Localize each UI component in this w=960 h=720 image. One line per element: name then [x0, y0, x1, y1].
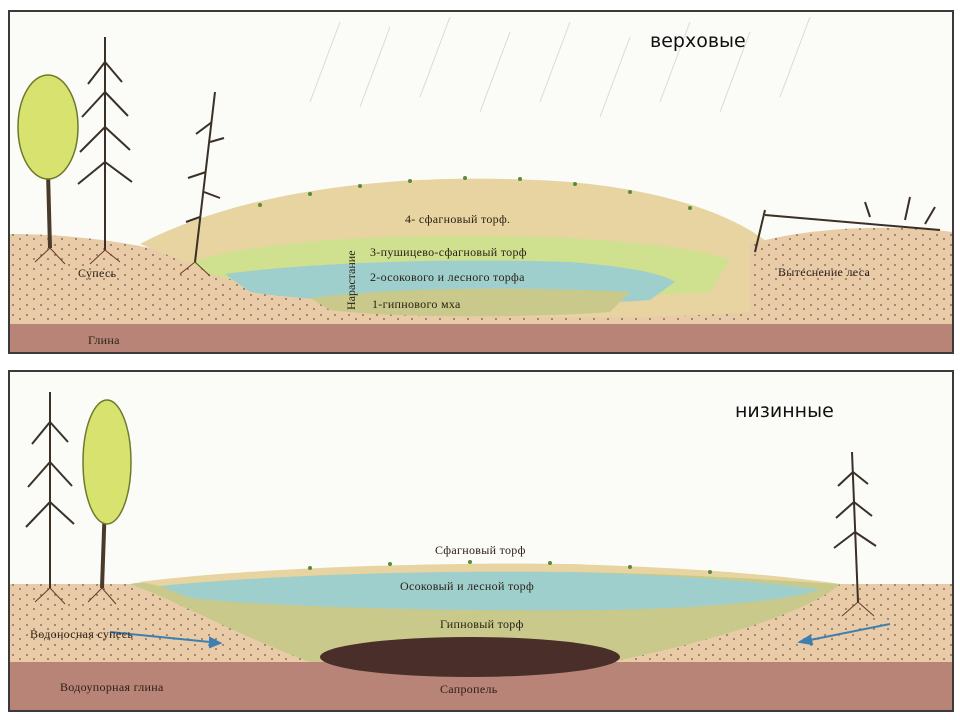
cottongrass-peat-label: 3-пушицево-сфагновый торф: [370, 245, 527, 259]
deciduous-tree-icon-fen: [82, 399, 132, 589]
hypnum-peat-label: 1-гипнового мха: [372, 297, 461, 311]
sedge-forest-peat-label-fen: Осоковый и лесной торф: [400, 579, 535, 593]
fallen-tree-icon: [754, 196, 941, 253]
spruce-tree-icon-fen: [25, 392, 75, 588]
aquifer-label: Водоносная супесь: [30, 627, 134, 641]
moss-tufts: [258, 176, 692, 210]
forest-displacement-label: Вытеснение леса: [778, 265, 871, 279]
sphagnum-peat-layer-fen: [140, 563, 840, 586]
clay-label: Глина: [88, 333, 120, 347]
deciduous-tree-icon: [17, 74, 79, 249]
bog-type-raised: верховые: [650, 30, 746, 52]
top-panel: верховые 4- сфагновый торф. 3-пушицево-с…: [8, 10, 954, 354]
moss-tufts-fen: [308, 560, 712, 574]
sphagnum-peat-label-fen: Сфагновый торф: [435, 543, 526, 557]
sedge-forest-peat-label: 2-осокового и лесного торфа: [370, 270, 525, 284]
raised-bog-diagram: [10, 16, 952, 352]
clay-layer: [10, 324, 952, 352]
spruce-tree-icon: [77, 37, 133, 250]
hypnum-peat-layer: [310, 288, 630, 317]
sedge-forest-peat-layer-fen: [160, 571, 820, 611]
roots: [34, 247, 211, 277]
fen-diagram: [10, 392, 952, 710]
water-flow-arrows: [109, 623, 891, 649]
sapropel-label: Сапропель: [440, 682, 498, 696]
rain: [309, 16, 811, 118]
bog-type-lowland: низинные: [735, 400, 834, 422]
sapropel-layer: [320, 637, 620, 677]
roots-fen: [34, 587, 875, 617]
bottom-panel: низинные Сфагновый торф Осоковый и лесно…: [8, 370, 954, 712]
sphagnum-peat-label: 4- сфагновый торф.: [405, 212, 511, 226]
hypnum-peat-label-fen: Гипновый торф: [440, 617, 524, 631]
growth-label: Нарастание: [344, 250, 358, 310]
spruce-tree-icon-right: [833, 451, 877, 603]
dying-spruce-icon: [185, 91, 225, 263]
sandy-loam-label: Супесь: [78, 266, 117, 280]
aquitard-label: Водоупорная глина: [60, 680, 164, 694]
